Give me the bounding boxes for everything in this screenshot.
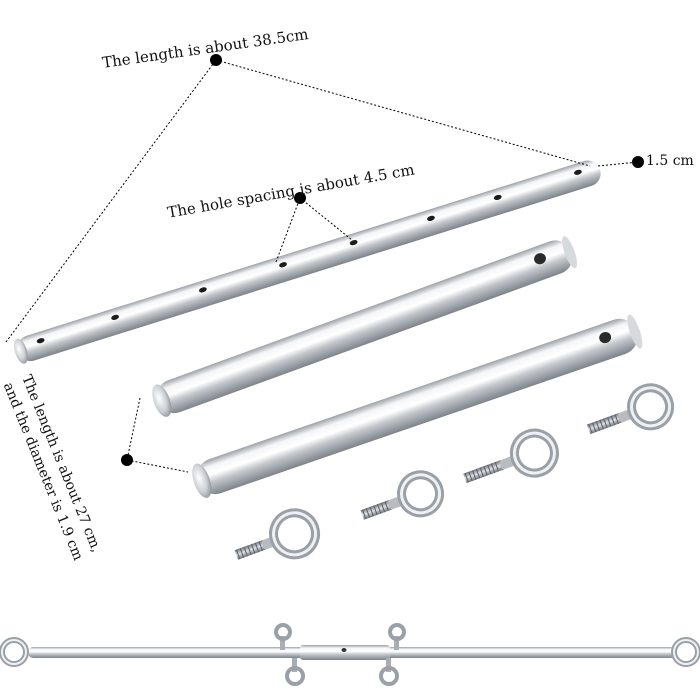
bar-holes xyxy=(36,169,582,344)
eye-bolt xyxy=(234,508,321,560)
short-bar-upper xyxy=(152,236,578,417)
assembled-spreader-bar xyxy=(0,623,700,686)
eye-bolt xyxy=(586,383,675,435)
long-spreader-bar xyxy=(13,160,601,364)
eye-bolt xyxy=(463,428,559,484)
callout-dots xyxy=(121,54,644,466)
eye-bolt xyxy=(360,470,445,520)
short-bar-lower xyxy=(192,314,643,498)
bar-tip-diameter-label: 1.5 cm xyxy=(646,153,694,169)
